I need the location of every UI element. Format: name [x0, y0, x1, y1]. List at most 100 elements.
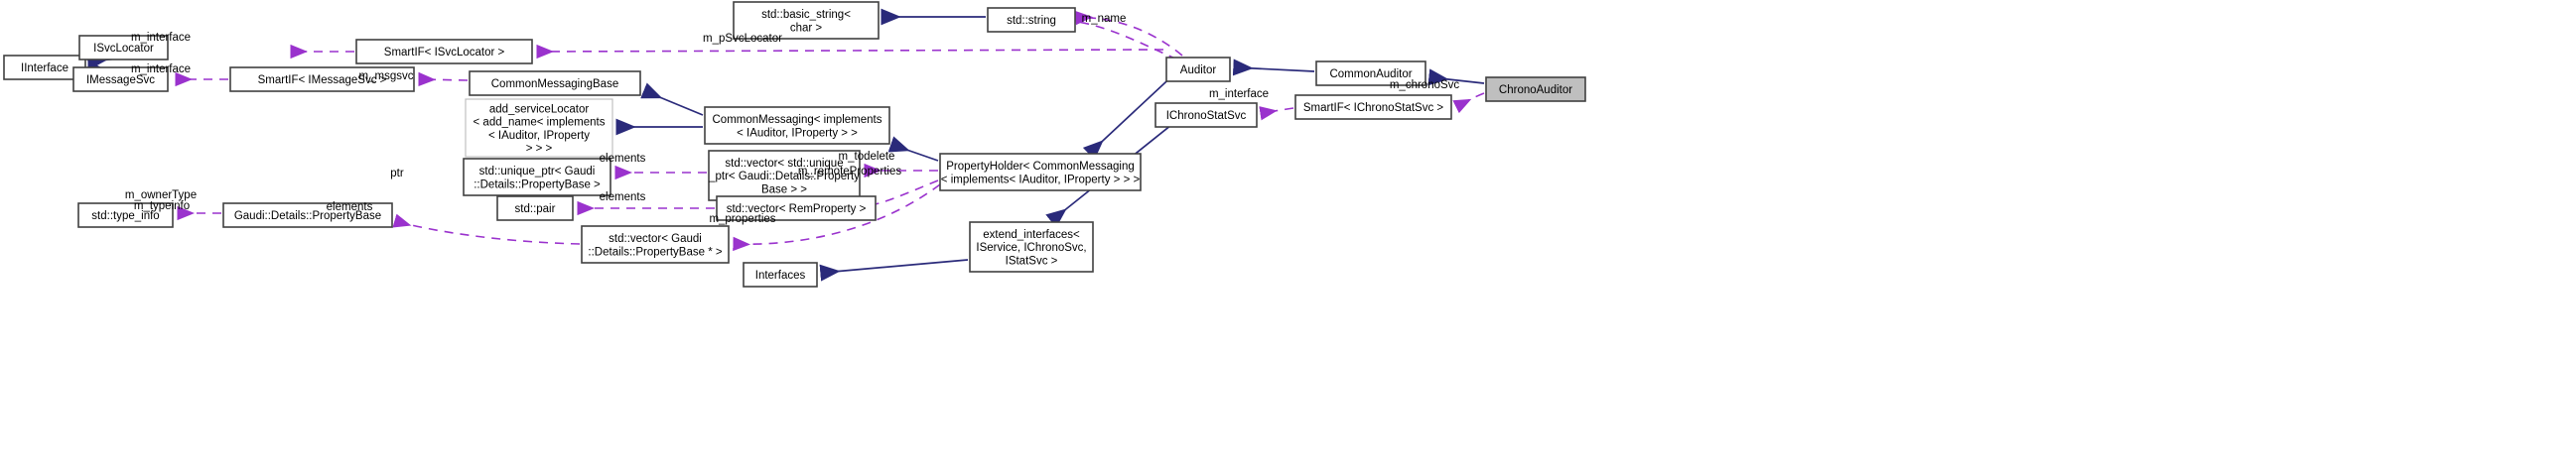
node-label-add_svcloc: < add_name< implements — [474, 117, 606, 129]
node-std_string[interactable]: std::string — [987, 7, 1076, 33]
node-box-std_string[interactable] — [987, 7, 1076, 33]
node-label-iinterface: IInterface — [21, 62, 68, 74]
node-vec_remprop[interactable]: std::vector< RemProperty > — [716, 195, 877, 221]
node-box-smartif_isvc[interactable] — [355, 39, 533, 64]
node-box-vec_propbase[interactable] — [581, 225, 730, 264]
node-propholder[interactable]: PropertyHolder< CommonMessaging< impleme… — [939, 153, 1142, 191]
node-commonmessaging[interactable]: CommonMessaging< implements< IAuditor, I… — [704, 106, 890, 145]
node-label-add_svcloc: add_serviceLocator — [489, 103, 590, 115]
node-box-extend_if[interactable] — [969, 221, 1094, 273]
node-box-smartif_ichrono[interactable] — [1294, 94, 1452, 120]
node-extend_if[interactable]: extend_interfaces<IService, IChronoSvc,I… — [969, 221, 1094, 273]
node-label-vec_unique: Base > > — [761, 183, 807, 195]
node-label-type_info: std::type_info — [91, 210, 159, 222]
edge-label-lbl-m-typeinfo: m_typeinfo — [134, 200, 190, 212]
node-add_svcloc[interactable]: add_serviceLocator < add_name< implements… — [465, 98, 613, 158]
node-box-type_info[interactable] — [77, 202, 174, 228]
node-smartif_ichrono[interactable]: SmartIF< IChronoStatSvc > — [1294, 94, 1452, 120]
node-label-propholder: < implements< IAuditor, IProperty > > > — [941, 174, 1141, 185]
node-iinterface[interactable]: IInterface — [3, 55, 86, 80]
node-box-isvclocator[interactable] — [78, 35, 169, 60]
node-propbase[interactable]: Gaudi::Details::PropertyBase — [222, 202, 393, 228]
node-box-auditor[interactable] — [1165, 57, 1231, 82]
edge-label-lbl-m-ownertype: m_ownerType — [125, 189, 197, 201]
node-smartif_isvc[interactable]: SmartIF< ISvcLocator > — [355, 39, 533, 64]
node-label-unique_ptr: ::Details::PropertyBase > — [474, 178, 601, 190]
node-label-commonmessaging: < IAuditor, IProperty > > — [737, 127, 858, 139]
node-label-cmb: CommonMessagingBase — [491, 78, 618, 90]
edge-label-lbl-elements-1: elements — [600, 153, 646, 165]
node-box-unique_ptr[interactable] — [463, 158, 611, 196]
edge-inh-extendif-interfaces — [819, 259, 969, 282]
node-box-interfaces[interactable] — [743, 262, 818, 288]
edge-label-lbl-elements-2: elements — [600, 191, 646, 203]
node-label-chronoauditor: ChronoAuditor — [1499, 84, 1572, 96]
node-imessagesvc[interactable]: IMessageSvc — [72, 66, 169, 92]
node-box-propholder[interactable] — [939, 153, 1142, 191]
node-auditor[interactable]: Auditor — [1165, 57, 1231, 82]
node-basic_string[interactable]: std::basic_string<char > — [733, 1, 880, 40]
node-box-cmb[interactable] — [469, 70, 641, 96]
node-label-smartif_isvc: SmartIF< ISvcLocator > — [384, 47, 505, 59]
edge-label-lbl-m-msgsvc: m_msgsvc — [359, 70, 414, 82]
edge-inh-propholder-cm — [887, 136, 939, 162]
node-type_info[interactable]: std::type_info — [77, 202, 174, 228]
node-label-vec_unique: std::vector< std::unique — [725, 158, 843, 170]
node-vec_propbase[interactable]: std::vector< Gaudi::Details::PropertyBas… — [581, 225, 730, 264]
edge-label-lbl-m-properties: m_properties — [709, 213, 775, 225]
node-box-commonmessaging[interactable] — [704, 106, 890, 145]
node-commonauditor[interactable]: CommonAuditor — [1315, 60, 1426, 86]
edge-m-name — [1074, 10, 1183, 57]
node-label-add_svcloc: > > > — [526, 143, 553, 155]
node-std_pair[interactable]: std::pair — [496, 195, 574, 221]
node-label-basic_string: char > — [790, 22, 823, 34]
node-chronoauditor[interactable]: ChronoAuditor — [1485, 76, 1586, 102]
node-box-commonauditor[interactable] — [1315, 60, 1426, 86]
edge-labels: m_interfacem_interfacem_pSvcLocatorm_msg… — [125, 13, 1460, 225]
edge-inh-cm-cmb — [640, 82, 704, 116]
node-label-propholder: PropertyHolder< CommonMessaging — [946, 161, 1135, 173]
node-label-extend_if: extend_interfaces< — [983, 229, 1080, 241]
edge-elements-propbase — [392, 213, 581, 245]
node-box-ichronostatsvc[interactable] — [1154, 102, 1258, 128]
node-interfaces[interactable]: Interfaces — [743, 262, 818, 288]
node-vec_unique[interactable]: std::vector< std::unique_ptr< Gaudi::Det… — [708, 150, 861, 201]
node-box-vec_unique[interactable] — [708, 150, 861, 201]
node-label-vec_propbase: ::Details::PropertyBase * > — [588, 246, 722, 258]
node-isvclocator[interactable]: ISvcLocator — [78, 35, 169, 60]
node-label-vec_remprop: std::vector< RemProperty > — [727, 203, 867, 215]
node-box-smartif_imsg[interactable] — [229, 66, 415, 92]
node-label-commonmessaging: CommonMessaging< implements — [713, 114, 882, 126]
edge-inh-auditor-propholder — [1082, 68, 1180, 161]
edge-m-interface-ichronostatsvc — [1259, 106, 1294, 121]
node-ichronostatsvc[interactable]: IChronoStatSvc — [1154, 102, 1258, 128]
node-box-vec_remprop[interactable] — [716, 195, 877, 221]
node-label-std_string: std::string — [1007, 15, 1056, 27]
node-box-imessagesvc[interactable] — [72, 66, 169, 92]
node-cmb[interactable]: CommonMessagingBase — [469, 70, 641, 96]
node-box-std_pair[interactable] — [496, 195, 574, 221]
node-label-smartif_imsg: SmartIF< IMessageSvc > — [258, 74, 387, 86]
edge-label-lbl-elements-3: elements — [327, 201, 373, 213]
node-label-imessagesvc: IMessageSvc — [86, 74, 155, 86]
edge-label-lbl-m-psvclocator: m_pSvcLocator — [703, 33, 782, 45]
node-label-ichronostatsvc: IChronoStatSvc — [1166, 110, 1247, 122]
edge-label-lbl-m-interface-3: m_interface — [1209, 88, 1269, 100]
nodes: IInterfaceISvcLocatorIMessageSvcSmartIF<… — [3, 1, 1586, 288]
usage-edges — [175, 10, 1485, 252]
node-box-propbase[interactable] — [222, 202, 393, 228]
node-label-interfaces: Interfaces — [755, 270, 806, 282]
node-label-unique_ptr: std::unique_ptr< Gaudi — [479, 166, 596, 178]
node-smartif_imsg[interactable]: SmartIF< IMessageSvc > — [229, 66, 415, 92]
edge-m-properties — [733, 183, 941, 252]
edge-label-lbl-m-todelete: m_todelete — [839, 151, 895, 163]
node-box-iinterface[interactable] — [3, 55, 86, 80]
node-label-commonauditor: CommonAuditor — [1329, 68, 1412, 80]
node-unique_ptr[interactable]: std::unique_ptr< Gaudi::Details::Propert… — [463, 158, 611, 196]
node-box-chronoauditor[interactable] — [1485, 76, 1586, 102]
node-box-basic_string[interactable] — [733, 1, 880, 40]
node-label-auditor: Auditor — [1180, 64, 1217, 76]
node-box-add_svcloc[interactable] — [465, 98, 613, 158]
edge-label-lbl-m-name: m_name — [1082, 13, 1127, 25]
